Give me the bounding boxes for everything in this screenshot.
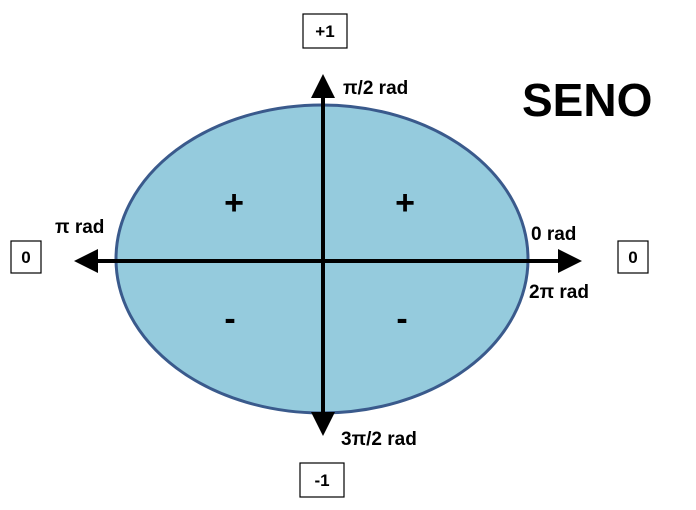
quadrant-1-sign: + xyxy=(395,184,415,222)
right-value-label: 0 xyxy=(628,248,637,267)
angle-label-zero: 0 rad xyxy=(531,224,576,245)
angle-label-pi: π rad xyxy=(55,217,104,238)
bottom-value-label: -1 xyxy=(314,471,329,490)
diagram-title: SENO xyxy=(522,74,652,126)
angle-label-three-pi-half: 3π/2 rad xyxy=(341,429,417,450)
angle-label-pi-half: π/2 rad xyxy=(343,78,408,99)
right-value-box xyxy=(617,240,649,274)
bottom-value-box xyxy=(299,462,345,498)
left-value-label: 0 xyxy=(21,248,30,267)
quadrant-3-sign: - xyxy=(224,300,235,338)
top-value-label: +1 xyxy=(315,22,334,41)
quadrant-4-sign: - xyxy=(396,300,407,338)
angle-label-two-pi: 2π rad xyxy=(529,282,589,303)
top-value-box xyxy=(302,13,348,49)
quadrant-2-sign: + xyxy=(224,184,244,222)
left-value-box xyxy=(10,240,42,274)
